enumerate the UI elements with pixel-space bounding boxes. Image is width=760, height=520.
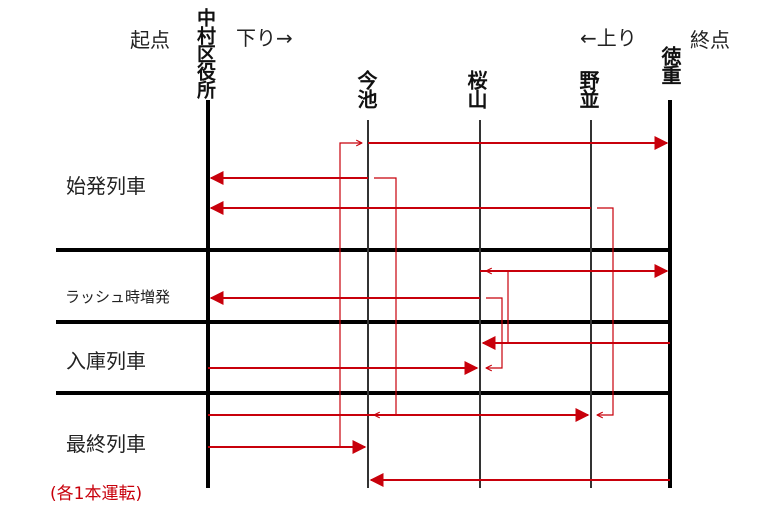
section-label-first-train: 始発列車: [66, 174, 146, 198]
section-label-to-depot: 入庫列車: [66, 349, 146, 373]
connection-bracket-nonami-3: [597, 207, 614, 415]
station-name-tokushige: 徳重: [658, 46, 682, 84]
section-label-rush-extra: ラッシュ時増発: [65, 288, 171, 306]
up-direction-label: ←上り: [580, 26, 637, 50]
connection-bracket-imaike-1: [339, 143, 362, 448]
terminus-label: 終点: [690, 28, 730, 52]
connection-bracket-sakurayama-5: [486, 297, 503, 368]
station-name-nakamura-kuyakusho: 中村区役所: [194, 8, 216, 98]
station-name-sakurayama: 桜山: [464, 70, 488, 108]
origin-label: 起点: [130, 28, 170, 52]
down-direction-label: 下り→: [236, 26, 293, 50]
connection-bracket-sakurayama-4: [486, 271, 509, 344]
operation-note: (各1本運転): [50, 484, 143, 504]
section-label-last-train: 最終列車: [66, 432, 146, 456]
station-name-imaike: 今池: [354, 70, 378, 108]
connection-bracket-imaike-2: [374, 177, 397, 415]
station-name-nonami: 野並: [576, 70, 600, 108]
